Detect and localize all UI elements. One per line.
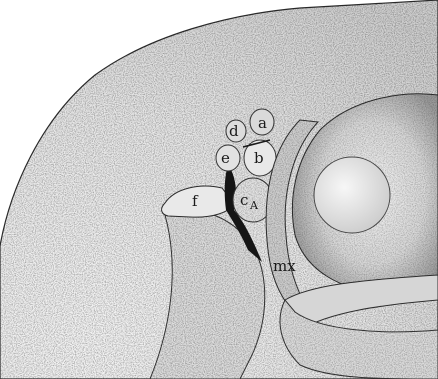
- label-c: c: [240, 191, 248, 209]
- eye-lens: [314, 157, 390, 233]
- label-mx: mx: [273, 257, 296, 275]
- label-c-subscript: A: [249, 199, 259, 212]
- label-a: a: [258, 114, 267, 132]
- label-e: e: [221, 149, 230, 167]
- label-d: d: [229, 122, 239, 140]
- label-b: b: [254, 149, 264, 167]
